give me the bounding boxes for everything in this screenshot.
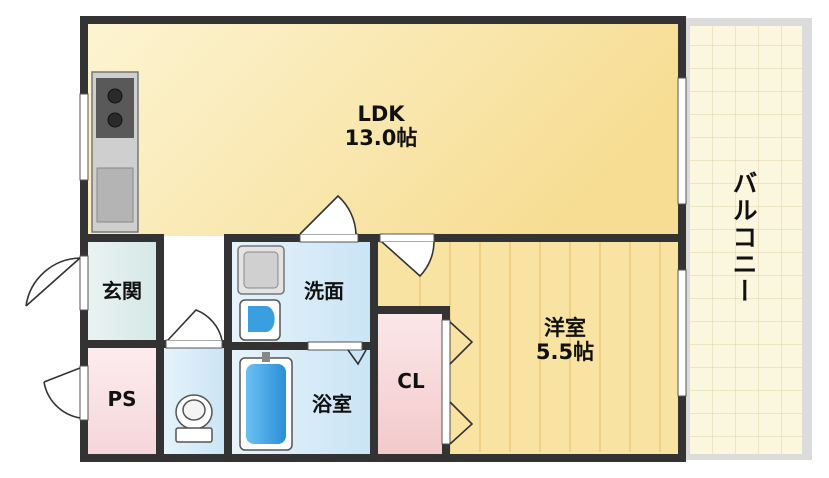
toilet [175, 394, 213, 443]
entrance-label: 玄関 [102, 279, 142, 303]
door-swings [25, 194, 474, 445]
closet-floor [378, 314, 444, 456]
washing-machine-space [237, 245, 285, 295]
kitchen-counter [91, 71, 139, 233]
stove-burner [107, 88, 123, 104]
western-room-label: 洋室 5.5帖 [510, 316, 620, 364]
balcony [686, 18, 812, 460]
western-room-size: 5.5帖 [535, 340, 595, 365]
ldk-floor [86, 22, 680, 236]
ldk-name: LDK [357, 102, 405, 126]
balcony-label: バルコニー [729, 170, 758, 305]
ldk-label: LDK 13.0帖 [326, 102, 436, 150]
wall-openings [79, 77, 687, 445]
ps-label: PS [107, 387, 137, 411]
entrance-floor [86, 240, 158, 342]
ps-floor [86, 348, 158, 456]
bathtub [239, 352, 293, 451]
bathroom-label: 浴室 [312, 392, 352, 416]
kitchen-sink [96, 167, 134, 223]
closet-label: CL [397, 369, 425, 393]
washbasin [239, 299, 281, 341]
stove-burner [107, 112, 123, 128]
ldk-size: 13.0帖 [344, 126, 418, 151]
washroom-label: 洗面 [304, 279, 344, 303]
western-room-name: 洋室 [544, 316, 586, 340]
